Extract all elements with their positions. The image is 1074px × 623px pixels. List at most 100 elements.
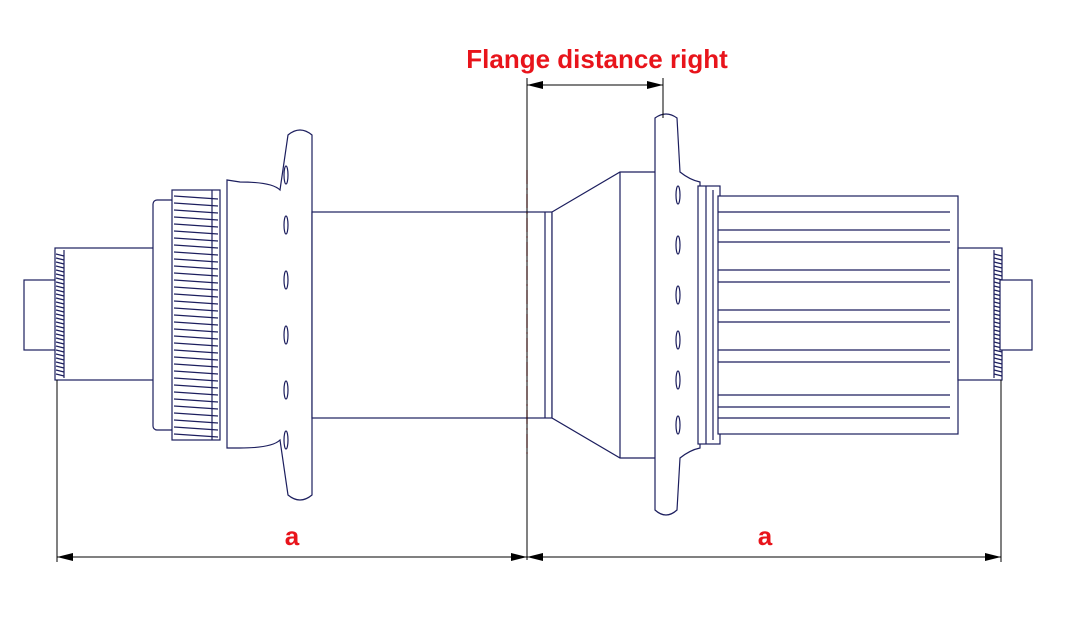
left-flange (226, 129, 313, 501)
arrow-right (647, 81, 663, 89)
arrow-a-right-end (985, 553, 1001, 561)
knurl-line (993, 265, 1003, 269)
spline-tooth (173, 384, 219, 389)
arrow-a-left-end (511, 553, 527, 561)
knurl-line (55, 325, 65, 329)
spoke-hole (283, 380, 289, 400)
knurl-line (55, 361, 65, 365)
spline-tooth (173, 202, 219, 207)
knurl-line (993, 373, 1003, 377)
spline-tooth (173, 286, 219, 291)
spline-tooth (173, 426, 219, 431)
knurl-line (55, 277, 65, 281)
knurl-line (993, 369, 1003, 373)
spline-tooth (173, 209, 219, 214)
flange-distance-right-label: Flange distance right (466, 44, 728, 74)
knurl-line (55, 293, 65, 297)
spoke-hole (283, 270, 289, 290)
knurl-line (55, 273, 65, 277)
left-flange-spoke-holes (283, 165, 289, 450)
knurl-line (55, 313, 65, 317)
spoke-hole (675, 415, 681, 435)
spline-tooth (173, 405, 219, 410)
spline-tooth (173, 279, 219, 284)
hub-shell-body (311, 211, 553, 419)
freehub-body (717, 195, 959, 435)
spoke-hole (675, 285, 681, 305)
spline-tooth (173, 349, 219, 354)
spoke-hole (675, 370, 681, 390)
spline-tooth (173, 391, 219, 396)
spline-tooth (173, 398, 219, 403)
knurl-line (993, 257, 1003, 261)
spline-tooth (173, 328, 219, 333)
knurl-line (55, 337, 65, 341)
arrow-a-left-start (57, 553, 73, 561)
spline-tooth (173, 293, 219, 298)
spline-tooth (173, 223, 219, 228)
spline-tooth (173, 342, 219, 347)
arrow-a-right-start (527, 553, 543, 561)
knurl-line (55, 289, 65, 293)
knurl-line (55, 269, 65, 273)
flange-distance-right-dimension (526, 78, 664, 560)
knurl-line (993, 261, 1003, 265)
right-flange-spoke-holes (675, 185, 681, 435)
knurl-line (993, 269, 1003, 273)
knurl-line (993, 253, 1003, 257)
spline-tooth (173, 363, 219, 368)
arrow-left (527, 81, 543, 89)
spline-tooth (173, 419, 219, 424)
spline-tooth (173, 433, 219, 438)
spline-tooth (173, 356, 219, 361)
right-cone (551, 171, 661, 459)
knurl-line (55, 333, 65, 337)
knurl-line (55, 281, 65, 285)
spoke-hole (283, 430, 289, 450)
spline-tooth (173, 195, 219, 200)
spoke-hole (283, 325, 289, 345)
spline-tooth (173, 251, 219, 256)
spline-tooth (173, 412, 219, 417)
knurl-line (55, 321, 65, 325)
knurl-line (55, 373, 65, 377)
spline-tooth (173, 216, 219, 221)
spoke-hole (675, 235, 681, 255)
spline-tooth (173, 335, 219, 340)
spoke-hole (675, 185, 681, 205)
spline-tooth (173, 314, 219, 319)
knurl-line (55, 353, 65, 357)
knurl-line (55, 345, 65, 349)
knurl-line (55, 357, 65, 361)
knurl-line (55, 317, 65, 321)
knurl-line (55, 305, 65, 309)
knurl-line (55, 257, 65, 261)
spline-tooth (173, 258, 219, 263)
knurl-line (55, 261, 65, 265)
spline-tooth (173, 321, 219, 326)
spoke-hole (283, 215, 289, 235)
spline-tooth (173, 370, 219, 375)
right-flange (654, 113, 701, 516)
spline-tooth (173, 244, 219, 249)
left-axle-end (23, 279, 59, 351)
knurl-line (55, 253, 65, 257)
a-dimensions (56, 380, 1002, 562)
knurl-line (55, 301, 65, 305)
spline-tooth (173, 230, 219, 235)
dimension-a-right-label: a (758, 521, 773, 551)
spoke-hole (675, 330, 681, 350)
spline-tooth (173, 307, 219, 312)
freehub-splines (718, 229, 950, 408)
knurl-line (993, 353, 1003, 357)
freehub-lockring (697, 185, 721, 445)
spline-tooth (173, 377, 219, 382)
knurl-line (55, 349, 65, 353)
knurl-line (993, 365, 1003, 369)
knurl-line (55, 285, 65, 289)
spline-tooth (173, 300, 219, 305)
spline-tooth (173, 272, 219, 277)
knurl-line (993, 357, 1003, 361)
left-end-cap-knurl (55, 250, 65, 378)
